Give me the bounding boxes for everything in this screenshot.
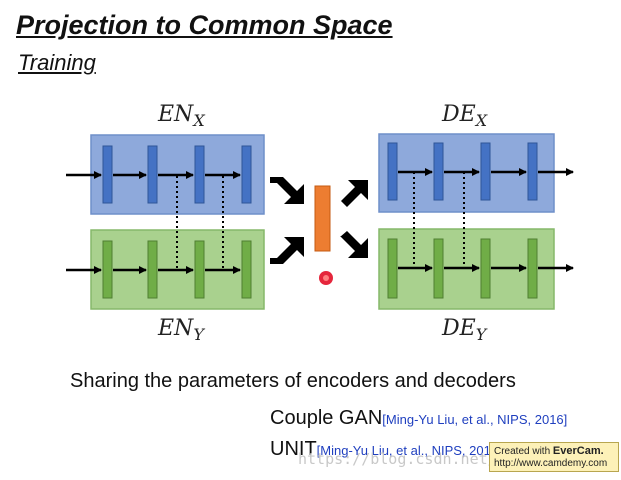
decoder-x-layer [527,142,538,201]
label-en-x: ENX [158,102,205,130]
label-de-x: DEX [442,102,488,130]
slide-subtitle: Training [18,50,96,75]
decoder-x-layer [433,142,444,201]
reference-couple-gan: Couple GAN[Ming-Yu Liu, et al., NIPS, 20… [270,407,567,430]
decoder-y-layer [387,238,398,299]
decoder-x [378,133,574,213]
reference-citation: [Ming-Yu Liu, et al., NIPS, 2017] [316,443,502,458]
block-arrow [270,177,304,204]
encoder-y-layer [241,240,252,299]
block-arrow [340,180,368,207]
caption: Sharing the parameters of encoders and d… [70,370,516,392]
block-arrow [340,231,368,258]
latent-code [314,185,331,252]
label-en-y: ENY [158,316,204,344]
encoder-x-layer [241,145,252,204]
decoder-y-layer [480,238,491,299]
encoder-y-layer [194,240,205,299]
encoder-y-layer [102,240,113,299]
label-de-y: DEY [442,316,487,344]
decoder-y-layer [433,238,444,299]
encoder-y [66,229,265,310]
slide-title: Projection to Common Space [16,10,393,40]
encoder-x-layer [147,145,158,204]
block-arrow [270,237,304,264]
encoder-y-layer [147,240,158,299]
reference-name: UNIT [270,438,317,460]
reference-citation: [Ming-Yu Liu, et al., NIPS, 2016] [382,412,568,427]
encoder-x-layer [194,145,205,204]
decoder-y-layer [527,238,538,299]
reference-name: Couple GAN [270,407,383,429]
decoder-y [378,228,574,310]
decoder-x-layer [387,142,398,201]
encoder-x [66,134,265,215]
watermark: https://blog.csdn.net/... [298,450,524,468]
evercam-badge[interactable]: Created with EverCam. http://www.camdemy… [489,442,619,472]
encoder-x-layer [102,145,113,204]
reference-unit: UNIT[Ming-Yu Liu, et al., NIPS, 2017] [270,438,502,461]
decoder-x-layer [480,142,491,201]
laser-pointer-core [323,275,329,281]
